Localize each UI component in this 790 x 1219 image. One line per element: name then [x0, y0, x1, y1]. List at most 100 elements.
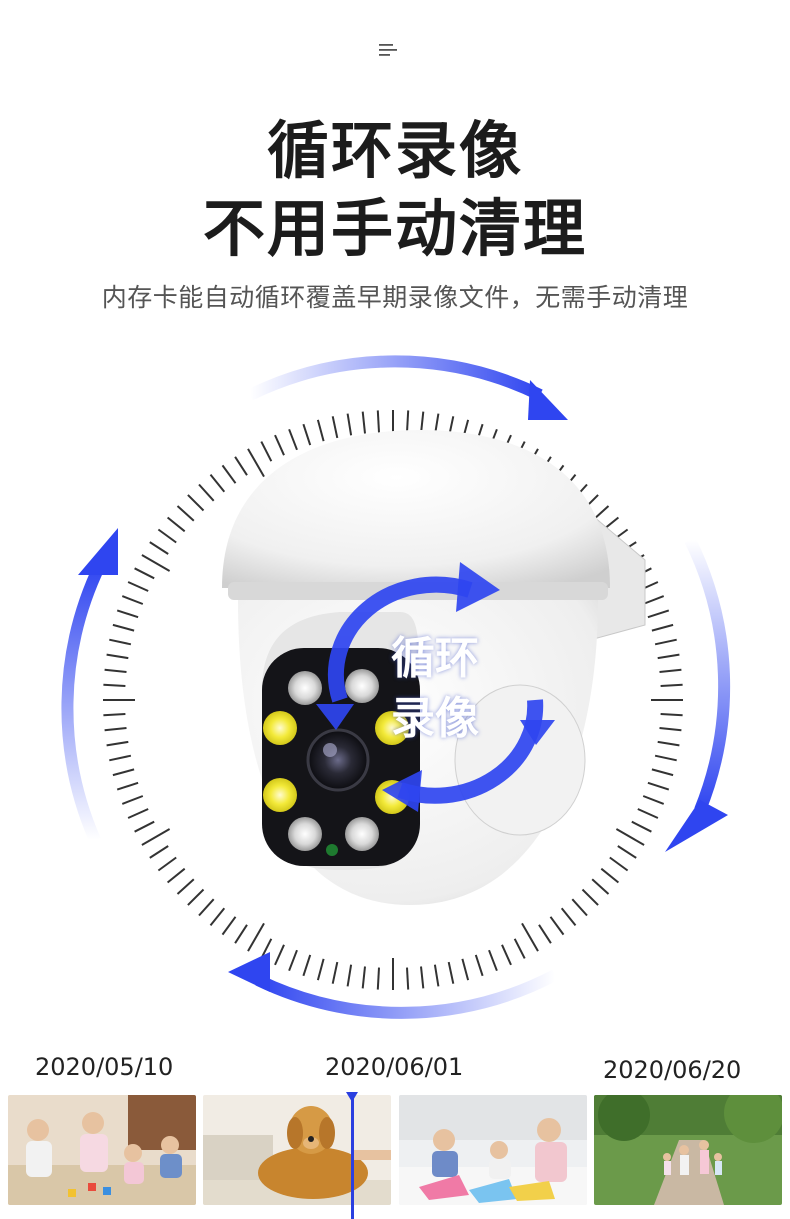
- tick-mark: [361, 966, 366, 989]
- tick-mark: [654, 754, 677, 762]
- tick-mark: [187, 888, 205, 906]
- tick-mark: [346, 413, 353, 436]
- tick-mark: [501, 944, 512, 966]
- tick-mark: [651, 623, 674, 632]
- tick-mark: [581, 888, 599, 906]
- tick-mark: [331, 416, 339, 439]
- arc-arrow-left: [61, 562, 106, 843]
- tick-mark: [166, 867, 186, 884]
- tick-mark: [447, 961, 455, 984]
- center-label-line-1: 循环: [391, 633, 479, 684]
- tick-mark: [538, 924, 552, 944]
- tick-mark: [112, 623, 135, 632]
- tick-mark: [659, 727, 682, 732]
- tick-mark: [103, 713, 126, 717]
- tick-mark: [127, 808, 149, 819]
- tick-mark: [591, 878, 610, 895]
- tick-mark: [198, 483, 215, 502]
- tick-mark: [461, 958, 470, 981]
- tick-mark: [247, 448, 265, 478]
- tick-mark: [609, 856, 629, 872]
- tick-mark: [560, 907, 577, 927]
- tick-mark: [134, 820, 155, 833]
- arrowhead-left: [78, 528, 118, 575]
- tick-mark: [361, 411, 366, 434]
- tick-mark: [274, 944, 285, 966]
- tick-mark: [288, 949, 298, 972]
- tick-mark: [654, 638, 677, 646]
- tick-mark: [176, 505, 195, 522]
- arc-arrow-top: [247, 355, 543, 401]
- tick-mark: [488, 949, 498, 972]
- center-label-line-2: 录像: [391, 693, 479, 744]
- tick-mark: [376, 410, 380, 433]
- tick-mark: [660, 713, 683, 717]
- tick-mark: [247, 922, 265, 952]
- tick-mark: [157, 528, 177, 544]
- tick-mark: [331, 961, 339, 984]
- tick-mark: [134, 567, 155, 580]
- tick-mark: [474, 954, 484, 977]
- tick-mark: [109, 638, 132, 646]
- tick-mark: [209, 473, 226, 493]
- tick-mark: [260, 441, 273, 462]
- tick-mark: [316, 958, 325, 981]
- arrowhead-bottom: [228, 952, 270, 992]
- tick-mark: [631, 820, 652, 833]
- golden-retriever-photo: [203, 1095, 391, 1205]
- tick-mark: [157, 856, 177, 872]
- tick-mark: [116, 781, 139, 791]
- timeline-date-1: 2020/05/10: [35, 1053, 174, 1081]
- tick-mark: [141, 554, 171, 572]
- page-subtitle: 内存卡能自动循环覆盖早期录像文件，无需手动清理: [101, 283, 689, 312]
- tick-mark: [376, 967, 380, 990]
- tick-mark: [660, 683, 683, 687]
- tick-mark: [116, 609, 139, 619]
- tick-mark: [406, 410, 410, 433]
- tick-mark: [209, 907, 226, 927]
- tick-mark: [260, 938, 273, 959]
- menu-lines-icon: [379, 44, 397, 56]
- tick-mark: [234, 924, 248, 944]
- tick-mark: [104, 727, 127, 732]
- timeline-date-3: 2020/06/20: [603, 1056, 742, 1084]
- tick-mark: [651, 768, 674, 777]
- tick-mark: [617, 845, 637, 859]
- tick-mark: [166, 516, 186, 533]
- tick-mark: [642, 795, 665, 805]
- tick-mark: [433, 964, 440, 987]
- tick-mark: [288, 428, 298, 451]
- tick-mark: [103, 683, 126, 687]
- kids-drawing-photo: [399, 1095, 587, 1205]
- page-title-line-1: 循环录像: [266, 114, 523, 187]
- tick-mark: [149, 845, 169, 859]
- tick-mark: [221, 464, 237, 484]
- tick-mark: [316, 419, 325, 442]
- tick-mark: [176, 878, 195, 895]
- tick-mark: [521, 922, 539, 952]
- tick-mark: [642, 595, 665, 605]
- arc-arrow-right: [684, 537, 731, 813]
- tick-mark: [657, 653, 680, 660]
- tick-mark: [513, 938, 526, 959]
- tick-mark: [221, 916, 237, 936]
- tick-mark: [420, 411, 425, 434]
- arrowhead-top: [528, 380, 568, 420]
- tick-mark: [121, 595, 144, 605]
- tick-mark: [302, 423, 312, 446]
- tick-mark: [302, 954, 312, 977]
- tick-mark: [106, 653, 129, 660]
- loop-recording-illustration: [61, 355, 731, 1019]
- tick-mark: [106, 740, 129, 747]
- tick-mark: [549, 916, 565, 936]
- tick-mark: [571, 898, 588, 917]
- arrowhead-right: [665, 800, 728, 852]
- tick-mark: [127, 581, 149, 592]
- tick-mark: [420, 966, 425, 989]
- tick-mark: [600, 867, 620, 884]
- tick-mark: [637, 808, 659, 819]
- tick-mark: [274, 434, 285, 456]
- tick-mark: [149, 541, 169, 555]
- tick-mark: [647, 609, 670, 619]
- tick-mark: [657, 740, 680, 747]
